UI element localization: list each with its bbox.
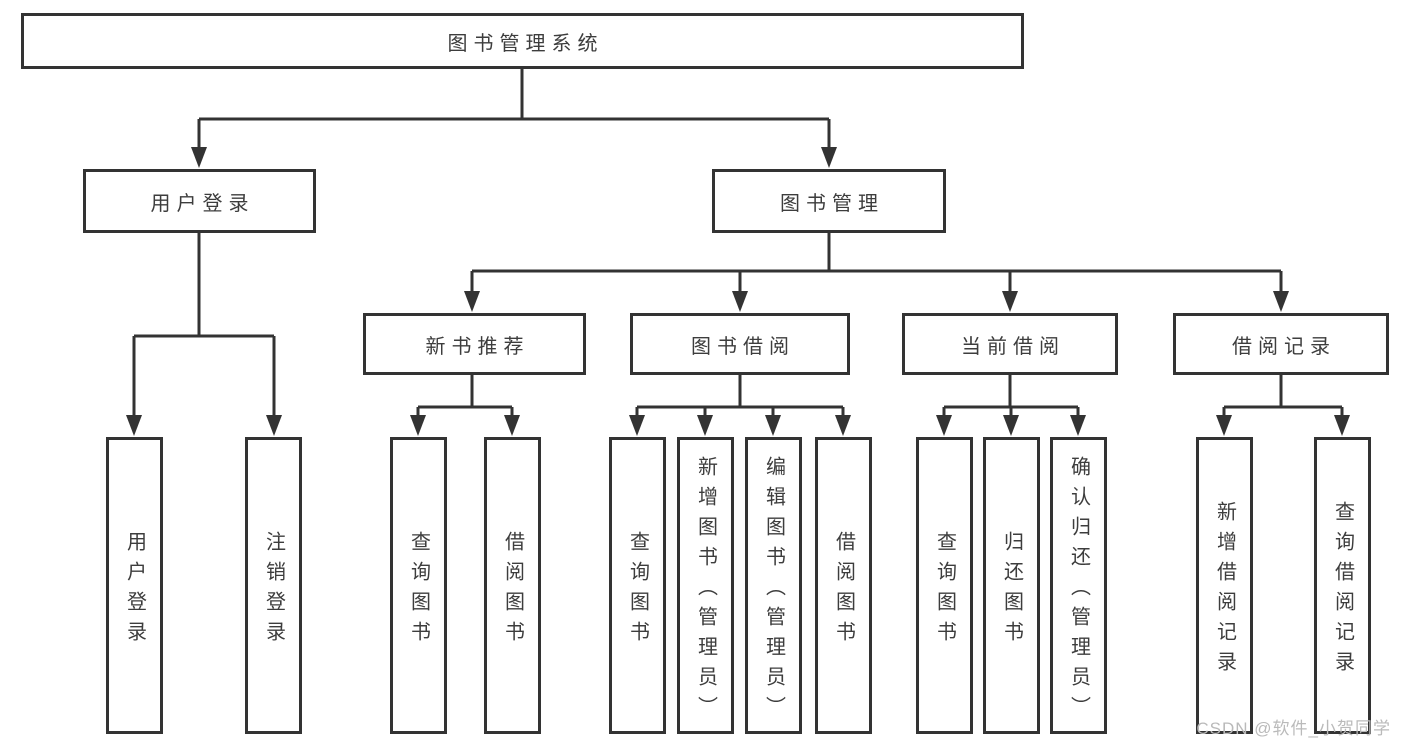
leaf-borrow-books: 借阅图书 [484, 437, 541, 734]
node-label: 图书借阅 [691, 335, 795, 358]
leaf-user-login: 用户登录 [106, 437, 163, 734]
leaf-label: 新增借阅记录 [1213, 500, 1236, 681]
connector-book-management-children [470, 233, 1283, 292]
arrowhead [765, 415, 781, 436]
node-borrow-records: 借阅记录 [1173, 313, 1389, 375]
leaf-label: 编辑图书（管理员） [762, 455, 785, 726]
arrowhead [126, 415, 142, 436]
leaf-label: 注销登录 [262, 530, 285, 651]
arrowhead [410, 415, 426, 436]
leaf-logout: 注销登录 [245, 437, 302, 734]
arrowhead [1273, 291, 1289, 312]
arrowhead [464, 291, 480, 312]
leaf-label: 查询图书 [407, 530, 430, 651]
arrowhead [1002, 291, 1018, 312]
arrowhead [504, 415, 520, 436]
leaf-confirm-return-admin: 确认归还（管理员） [1050, 437, 1107, 734]
node-label: 当前借阅 [961, 335, 1065, 358]
leaf-add-borrow-record: 新增借阅记录 [1196, 437, 1253, 734]
arrowhead [936, 415, 952, 436]
leaf-label: 用户登录 [123, 530, 146, 651]
connector-root-to-level2 [197, 69, 831, 149]
csdn-watermark: CSDN @软件_小贺同学 [1196, 719, 1391, 738]
leaf-label: 归还图书 [1000, 530, 1023, 651]
leaf-query-borrow-record: 查询借阅记录 [1314, 437, 1371, 734]
node-label: 图书管理系统 [447, 32, 604, 55]
leaf-query-books: 查询图书 [609, 437, 666, 734]
leaf-borrow-books: 借阅图书 [815, 437, 872, 734]
leaf-query-books: 查询图书 [916, 437, 973, 734]
connector-borrow-records-children [1222, 375, 1344, 417]
leaf-label: 确认归还（管理员） [1067, 455, 1090, 726]
leaf-label: 新增图书（管理员） [694, 455, 717, 726]
leaf-label: 查询借阅记录 [1331, 500, 1354, 681]
arrowhead [835, 415, 851, 436]
node-user-login: 用户登录 [83, 169, 316, 233]
leaf-add-books-admin: 新增图书（管理员） [677, 437, 734, 734]
leaf-label: 查询图书 [626, 530, 649, 651]
node-book-borrow: 图书借阅 [630, 313, 850, 375]
node-new-book-recommend: 新书推荐 [363, 313, 586, 375]
leaf-return-books: 归还图书 [983, 437, 1040, 734]
node-label: 借阅记录 [1232, 335, 1336, 358]
node-label: 用户登录 [150, 192, 255, 215]
leaf-query-books: 查询图书 [390, 437, 447, 734]
connector-book-borrow-children [635, 375, 845, 417]
leaf-label: 借阅图书 [501, 530, 524, 651]
arrowhead [1003, 415, 1019, 436]
leaf-label: 查询图书 [933, 530, 956, 651]
connector-user-login-children [132, 233, 276, 417]
node-current-borrow: 当前借阅 [902, 313, 1118, 375]
arrowhead [697, 415, 713, 436]
arrowhead [732, 291, 748, 312]
leaf-label: 借阅图书 [832, 530, 855, 651]
connector-new-book-children [416, 375, 514, 417]
arrowhead [629, 415, 645, 436]
node-label: 图书管理 [780, 192, 884, 215]
arrowhead [1070, 415, 1086, 436]
connector-current-borrow-children [942, 375, 1080, 417]
arrowhead [191, 147, 207, 168]
arrowhead [1334, 415, 1350, 436]
arrowhead [1216, 415, 1232, 436]
node-book-management: 图书管理 [712, 169, 946, 233]
node-root-system: 图书管理系统 [21, 13, 1024, 69]
arrowhead [266, 415, 282, 436]
leaf-edit-books-admin: 编辑图书（管理员） [745, 437, 802, 734]
arrowhead [821, 147, 837, 168]
node-label: 新书推荐 [425, 335, 530, 358]
